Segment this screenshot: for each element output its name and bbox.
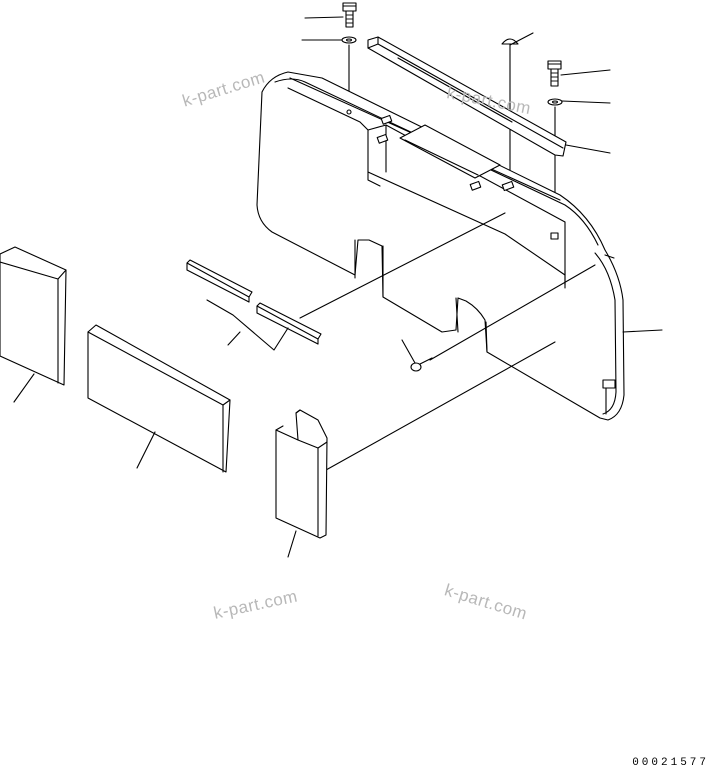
leader-bolt-right	[560, 69, 611, 76]
leader-bracket-strips	[206, 299, 289, 351]
notched-block	[275, 409, 328, 539]
leader-clip	[401, 339, 416, 364]
drawing-number: 00021577	[632, 757, 709, 769]
washer-left	[341, 36, 357, 44]
rivet-top	[501, 38, 519, 55]
leader-pad-middle	[136, 431, 156, 469]
leader-cover	[622, 329, 663, 333]
bolt-right	[547, 60, 562, 87]
rubber-strip-upper	[186, 259, 253, 303]
leader-pad-left	[13, 373, 35, 403]
axis-line-block	[325, 341, 556, 471]
leader-strips	[227, 331, 241, 346]
washer-right	[547, 98, 563, 106]
top-strip-bracket	[367, 36, 567, 157]
bolt-left	[342, 2, 357, 28]
axis-line-strips	[299, 212, 506, 319]
pad-left	[0, 246, 67, 386]
clip-pin	[410, 357, 433, 372]
pad-middle	[87, 324, 231, 473]
leader-bolt-left	[304, 16, 344, 19]
axis-line-clip	[429, 264, 596, 361]
rubber-strip-lower	[256, 302, 322, 345]
leader-rivet	[509, 32, 534, 46]
leader-block	[287, 530, 297, 558]
leader-washer-right	[561, 100, 611, 104]
leader-strip-bracket	[565, 144, 611, 154]
